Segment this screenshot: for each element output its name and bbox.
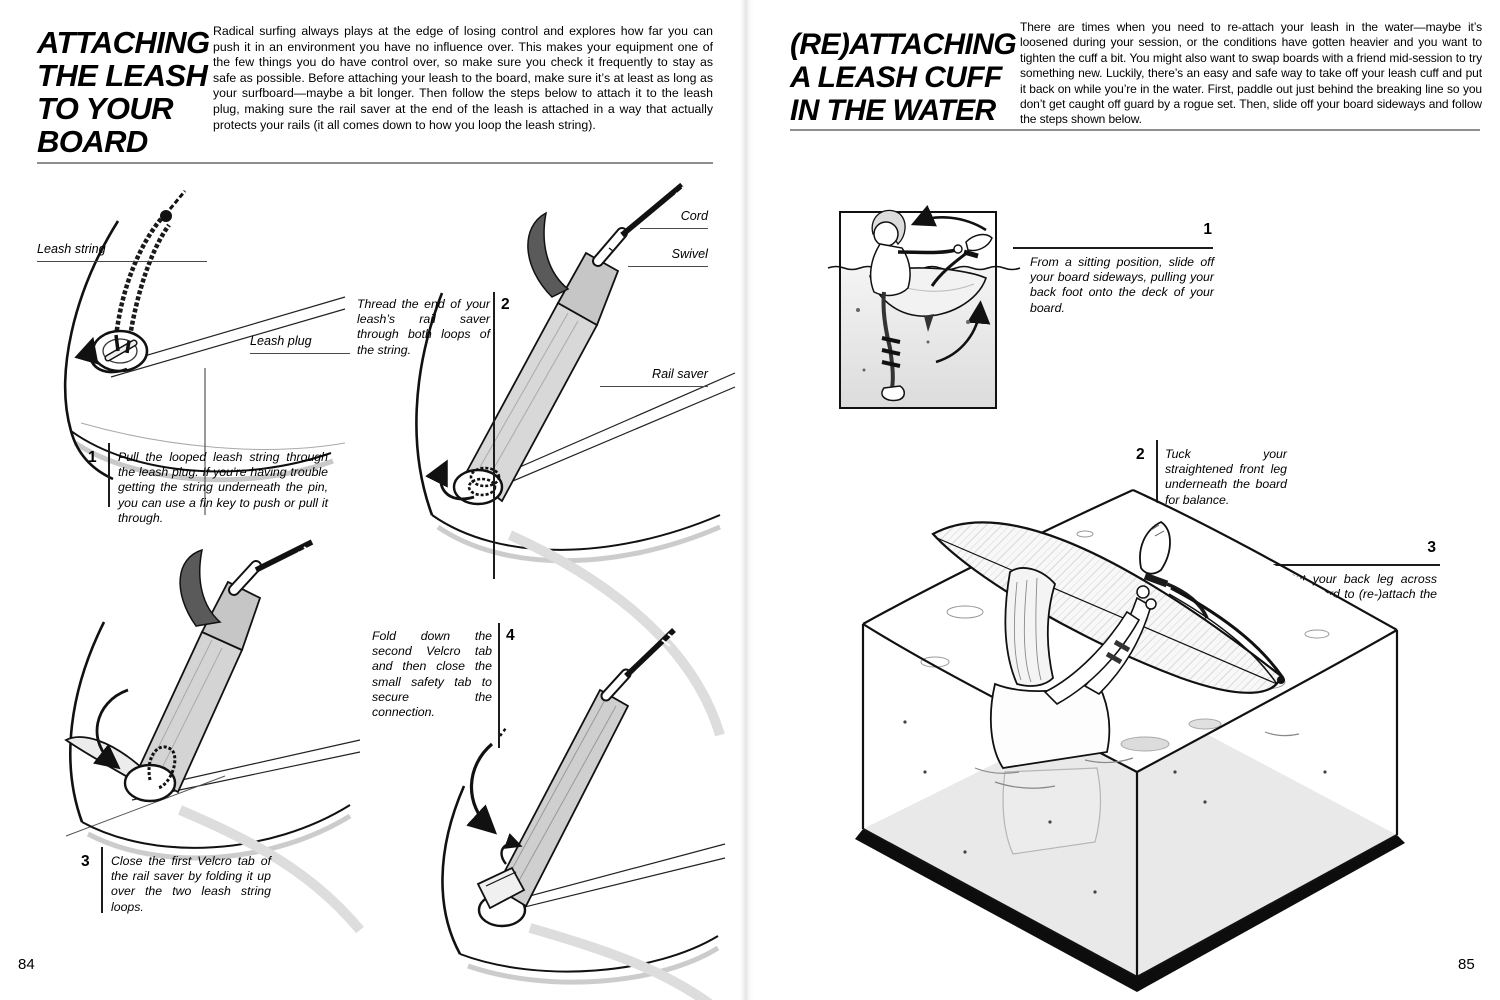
step-caption: Fold down the second Velcro tab and then… (372, 629, 492, 720)
left-page-intro: Radical surfing always plays at the edge… (213, 24, 713, 132)
title-line: BOARD (37, 124, 148, 159)
step-number: 2 (501, 296, 510, 313)
step-caption: Tuck your straightened front leg underne… (1165, 447, 1287, 507)
step-divider (101, 847, 103, 913)
label-leash-string: Leash string (37, 242, 207, 262)
step-divider (108, 443, 110, 507)
right-page-title: (RE)ATTACHING A LEASH CUFF IN THE WATER (790, 28, 1017, 127)
title-line: THE LEASH (37, 58, 208, 93)
illustration-reattach-leash-in-water (855, 488, 1405, 992)
illustration-leash-string-through-plug (63, 190, 346, 515)
illustration-slide-off-board (827, 204, 1021, 409)
step-number: 3 (81, 853, 90, 870)
step-number: 1 (88, 449, 97, 466)
title-line: IN THE WATER (790, 94, 996, 127)
left-title-divider (37, 162, 713, 164)
step-divider (493, 292, 495, 579)
step-number: 4 (506, 627, 515, 644)
right-page-number: 85 (1458, 956, 1475, 973)
step-divider (498, 623, 500, 748)
label-rail-saver: Rail saver (600, 367, 708, 387)
title-line: ATTACHING (37, 25, 210, 60)
illustration-close-safety-tab (441, 628, 726, 1000)
left-page-number: 84 (18, 956, 35, 973)
step-divider (1013, 247, 1213, 249)
step-number: 3 (1427, 539, 1436, 556)
step-divider (1248, 564, 1440, 566)
label-swivel: Swivel (628, 247, 708, 267)
step-number: 1 (1203, 221, 1212, 238)
page-gutter (740, 0, 754, 1000)
step-number: 2 (1136, 446, 1145, 463)
step-caption: Pull the looped leash string through the… (118, 450, 328, 525)
title-line: A LEASH CUFF (790, 61, 1002, 94)
illustration-fold-first-velcro-tab (64, 539, 364, 934)
right-title-divider (790, 129, 1480, 131)
step-caption: From a sitting position, slide off your … (1030, 255, 1214, 315)
label-leash-plug: Leash plug (250, 334, 350, 354)
step-caption: Close the first Velcro tab of the rail s… (111, 854, 271, 914)
label-cord: Cord (640, 209, 708, 229)
left-page-title: ATTACHING THE LEASH TO YOUR BOARD (37, 26, 210, 158)
title-line: TO YOUR (37, 91, 174, 126)
step-caption: Thread the end of your leash’s rail save… (357, 297, 490, 357)
right-page-intro: There are times when you need to re-atta… (1020, 20, 1482, 127)
title-line: (RE)ATTACHING (790, 28, 1017, 61)
illustration-thread-rail-saver (415, 182, 736, 737)
